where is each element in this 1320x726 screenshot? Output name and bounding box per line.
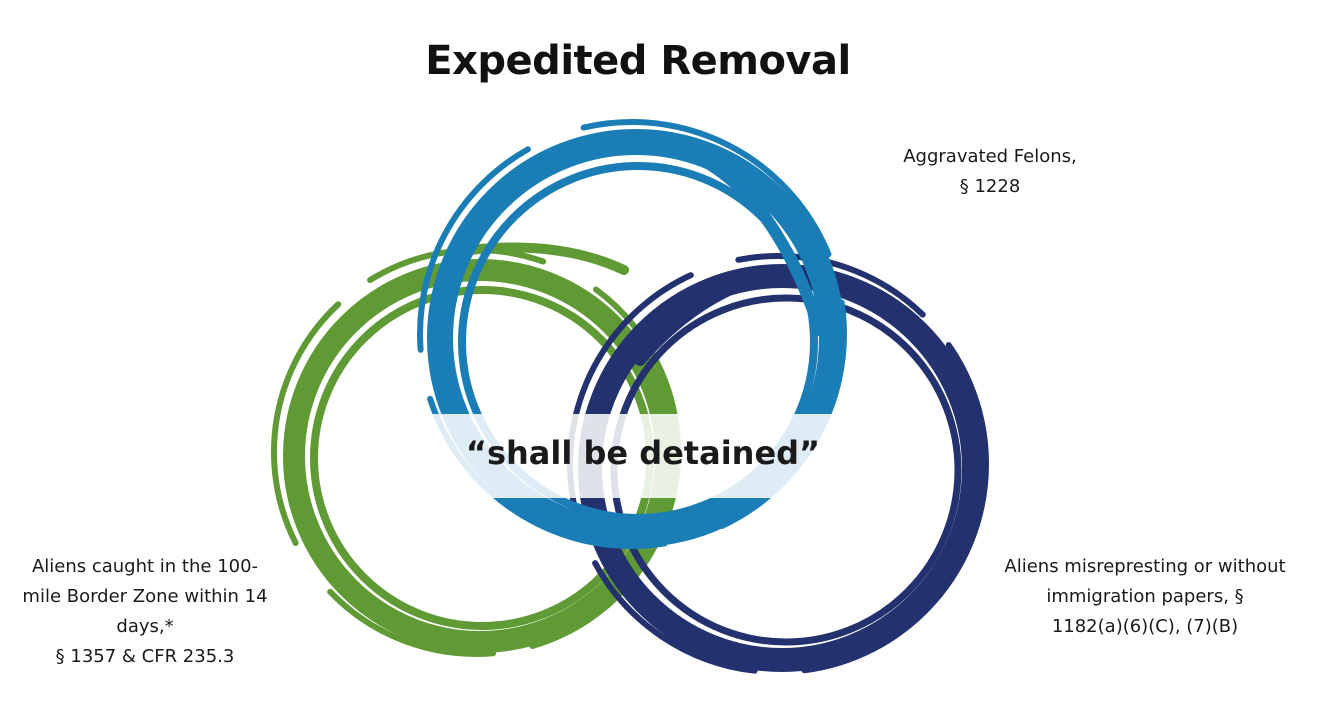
label-line: Aliens caught in the 100- (31, 556, 259, 577)
blue-brush-tail (634, 136, 826, 336)
label-line: 1182(a)(6)(C), (7)(B) (1051, 616, 1239, 637)
navy-brush-tail (634, 266, 786, 366)
label-line: Aliens misrepresting or without (1004, 556, 1286, 577)
center-label: “shall be detained” (465, 434, 821, 472)
blue-ring-outer (417, 119, 847, 549)
label-line: days,* (116, 616, 174, 637)
label-line: mile Border Zone within 14 (22, 586, 268, 607)
label-border-zone: Aliens caught in the 100- mile Border Zo… (10, 552, 280, 672)
blue-circle (417, 119, 847, 549)
label-line: § 1357 & CFR 235.3 (55, 646, 235, 667)
label-aggravated-felons: Aggravated Felons, § 1228 (880, 142, 1100, 202)
blue-ring-inner (458, 162, 818, 522)
label-line: § 1228 (959, 176, 1021, 197)
label-immigration-papers: Aliens misrepresting or without immigrat… (990, 552, 1300, 642)
label-line: immigration papers, § (1046, 586, 1244, 607)
diagram-title: Expedited Removal (425, 38, 851, 84)
label-line: Aggravated Felons, (903, 146, 1077, 167)
center-highlight-band (432, 414, 854, 498)
